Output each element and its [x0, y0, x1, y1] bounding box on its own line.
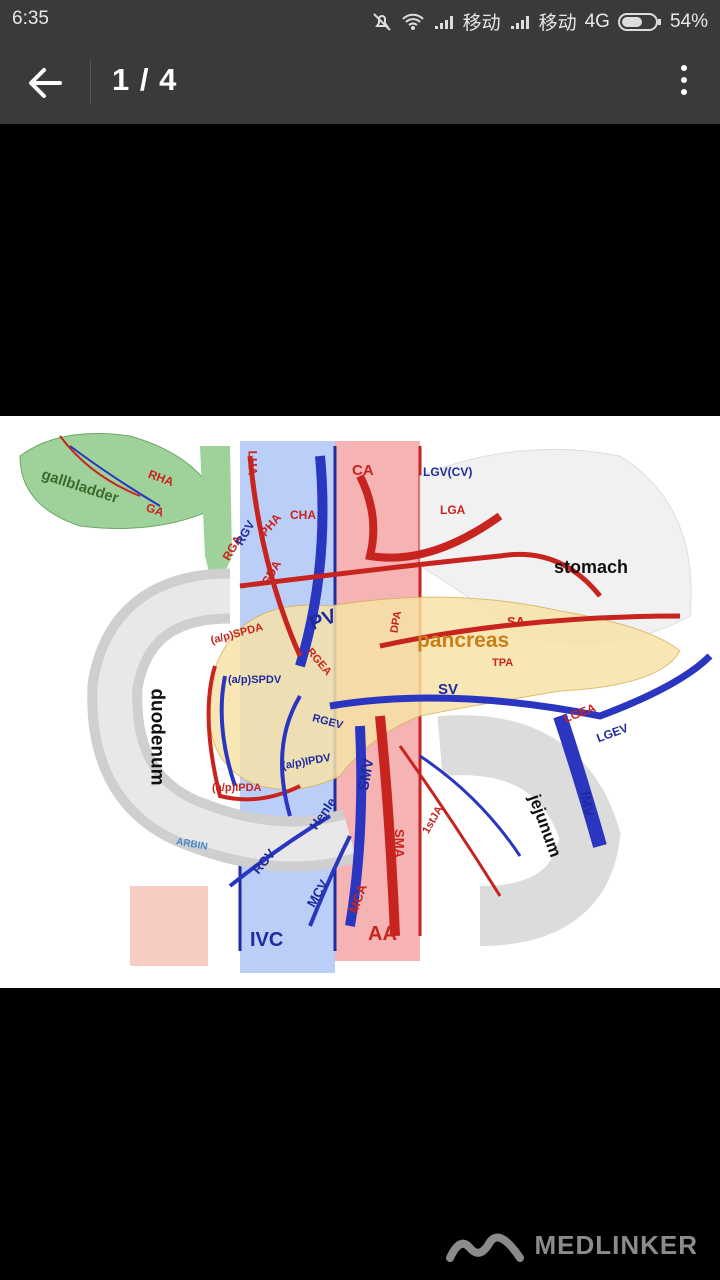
label-lha: LHA: [245, 450, 260, 476]
label-lgv: LGV(CV): [423, 465, 473, 479]
back-arrow-icon[interactable]: [26, 64, 64, 102]
status-time: 6:35: [12, 8, 49, 29]
label-spdv: (a/p)SPDV: [228, 674, 282, 686]
label-tpa: TPA: [492, 657, 514, 669]
label-duodenum: duodenum: [146, 688, 168, 786]
anatomy-figure[interactable]: gallbladder RHA GA LHA PHA CHA RGA RGV G…: [0, 416, 720, 988]
watermark-text: MEDLINKER: [534, 1229, 698, 1260]
label-stomach: stomach: [554, 557, 629, 577]
battery-icon: [617, 12, 661, 31]
label-lga: LGA: [440, 503, 466, 517]
more-options-icon[interactable]: [678, 60, 690, 104]
anatomy-illustration: [19, 433, 713, 973]
app-bar: 1 / 4: [0, 38, 720, 124]
watermark: MEDLINKER: [446, 1228, 698, 1262]
label-ivc: IVC: [250, 929, 284, 951]
network-type: 4G: [584, 10, 610, 32]
label-ca: CA: [352, 462, 374, 479]
label-ipda: (a/p)IPDA: [212, 782, 262, 794]
label-sa: SA: [507, 614, 526, 629]
image-counter: 1 / 4: [112, 62, 178, 97]
carrier-2: 移动: [538, 13, 577, 34]
app-bar-divider: [90, 60, 91, 104]
label-sma: SMA: [391, 829, 407, 858]
signal-icon: [434, 15, 453, 29]
mute-bell-icon: [372, 12, 391, 31]
status-bar: 6:35 移动 移动 4G 54%: [0, 0, 720, 38]
status-icons: 移动 移动 4G 54%: [371, 8, 708, 35]
signal-icon-2: [510, 15, 529, 29]
label-aa: AA: [368, 923, 397, 945]
label-sv: SV: [438, 681, 459, 698]
label-cha: CHA: [290, 508, 316, 522]
carrier-1: 移动: [462, 13, 501, 34]
medlinker-logo-icon: [446, 1233, 525, 1262]
battery-level: 54%: [669, 10, 708, 32]
wifi-icon: [401, 13, 424, 30]
label-pancreas: pancreas: [417, 629, 510, 652]
